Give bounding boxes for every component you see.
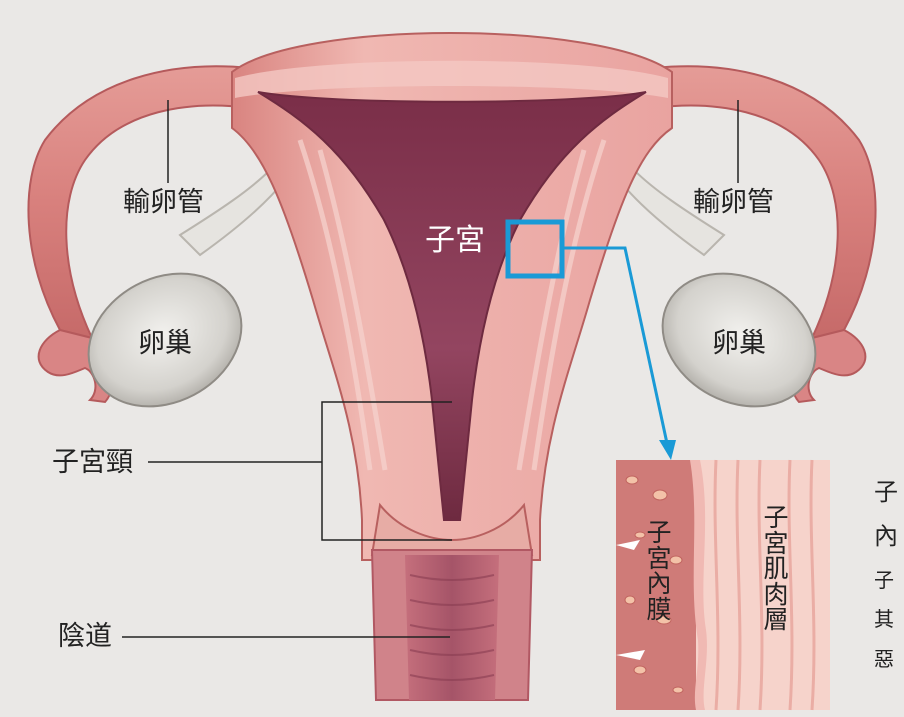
side-text-fragment-2: 內 bbox=[874, 516, 898, 551]
uterus-body bbox=[232, 33, 672, 560]
callout-arrow-head bbox=[659, 440, 676, 460]
endometrium-label: 子宮內膜 bbox=[645, 520, 673, 622]
side-text-fragment-1: 子 bbox=[874, 472, 898, 507]
vagina bbox=[372, 550, 532, 700]
vagina-label: 陰道 bbox=[58, 623, 112, 650]
ovary-left-label: 卵巢 bbox=[138, 330, 192, 357]
myometrium-label: 子宮肌肉層 bbox=[762, 505, 790, 633]
ovary-right-label: 卵巢 bbox=[712, 330, 766, 357]
side-text-fragment-4: 其 bbox=[874, 603, 894, 632]
side-text-fragment-5: 惡 bbox=[874, 643, 894, 672]
fallopian-tube-right-label: 輸卵管 bbox=[693, 189, 774, 216]
cervix-label: 子宮頸 bbox=[52, 449, 133, 476]
fallopian-tube-left-label: 輸卵管 bbox=[123, 189, 204, 216]
uterus-label: 子宮 bbox=[425, 226, 485, 256]
side-text-fragment-3: 子 bbox=[874, 564, 894, 593]
